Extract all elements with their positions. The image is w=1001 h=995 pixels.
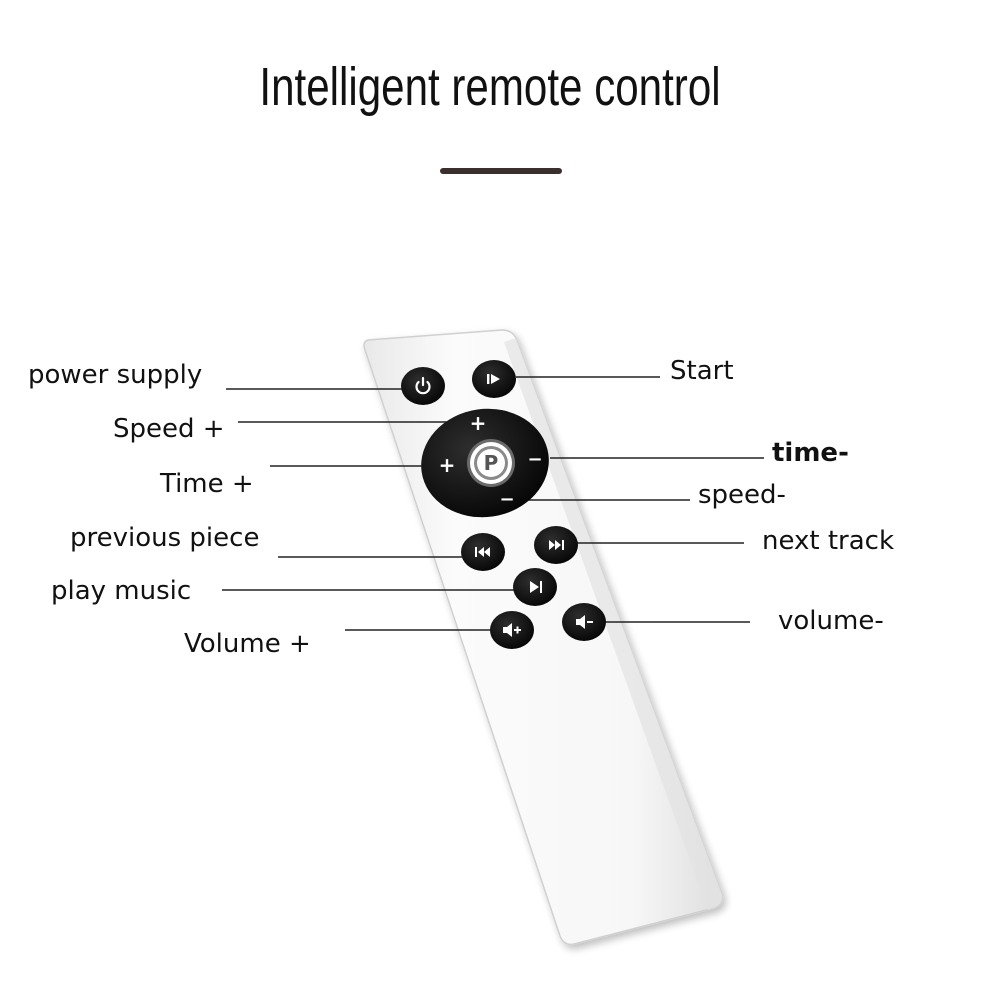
- play-music-button[interactable]: [513, 568, 557, 606]
- power-icon: [415, 376, 431, 395]
- center-p-button[interactable]: P: [467, 439, 515, 487]
- power-button[interactable]: [401, 367, 445, 405]
- label-next-track: next track: [762, 526, 895, 556]
- volume-down-button[interactable]: [562, 603, 606, 641]
- label-previous-piece: previous piece: [70, 523, 260, 553]
- volume-up-button[interactable]: [490, 611, 534, 649]
- play-pause-icon: [487, 374, 500, 384]
- label-play-music: play music: [51, 576, 192, 606]
- fast-forward-icon: [549, 540, 564, 550]
- remote-side-edge: [504, 338, 723, 910]
- label-start: Start: [670, 356, 734, 386]
- label-time-minus: time-: [772, 438, 849, 468]
- previous-button[interactable]: [461, 533, 505, 571]
- dpad-plus-left-icon[interactable]: +: [439, 453, 456, 477]
- dpad-minus-bottom-icon[interactable]: −: [499, 489, 514, 510]
- label-volume-plus: Volume +: [184, 629, 311, 659]
- volume-down-icon: [576, 615, 593, 629]
- start-button[interactable]: [472, 360, 516, 398]
- volume-up-icon: [503, 623, 521, 637]
- play-next-icon: [530, 581, 542, 593]
- dpad: + + − − P: [421, 408, 549, 518]
- rewind-icon: [475, 547, 490, 557]
- label-time-plus: Time +: [160, 469, 254, 499]
- label-speed-minus: speed-: [698, 480, 786, 510]
- dpad-plus-top-icon[interactable]: +: [470, 411, 487, 435]
- title-underline: [440, 168, 562, 174]
- label-volume-minus: volume-: [778, 606, 884, 636]
- remote-buttons: + + − − P: [401, 360, 606, 649]
- label-power-supply: power supply: [28, 360, 203, 390]
- parking-p-icon: P: [484, 451, 499, 475]
- callout-lines: [222, 376, 764, 631]
- page-title: Intelligent remote control: [259, 57, 721, 117]
- dpad-minus-right-icon[interactable]: −: [527, 449, 542, 470]
- label-speed-plus: Speed +: [113, 414, 225, 444]
- next-button[interactable]: [534, 526, 578, 564]
